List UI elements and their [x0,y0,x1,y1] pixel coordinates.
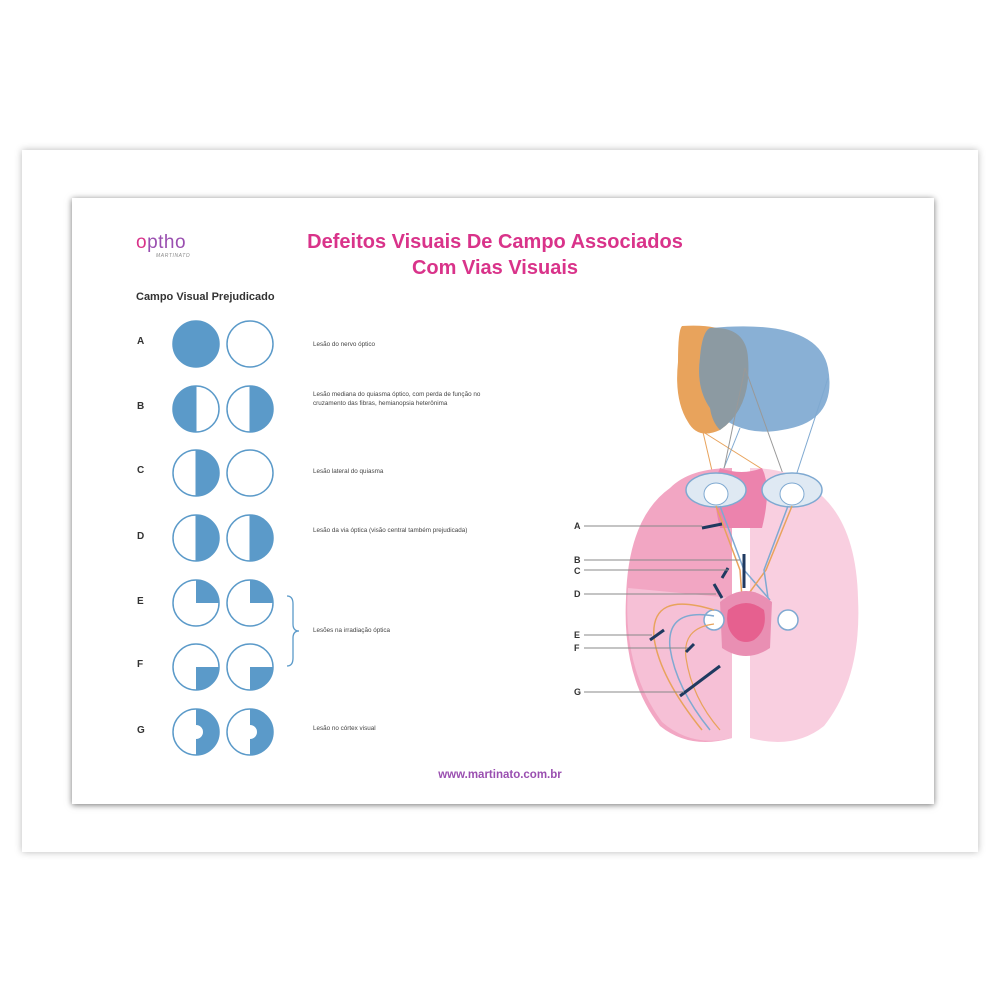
row-letter-d: D [137,531,145,542]
row-letter-f: F [137,659,144,670]
description-b: Lesão mediana do quiasma óptico, com per… [313,391,481,407]
left-eye-lens [703,482,729,506]
right-eye-defect [250,709,273,755]
left-eye-defect [196,515,219,561]
field-pair-g [172,708,274,756]
left-optic-nerve-temporal [715,505,743,599]
description-d: Lesão da via óptica (visão central també… [313,527,468,534]
logo-subtitle: MARTINATO [156,253,191,259]
visual-pathway-diagram: A B C D E F G [574,325,859,742]
left-eye-defect [196,580,219,603]
row-letter-a: A [137,336,145,347]
lesion-marker-f [684,642,696,654]
right-eye-defect [250,580,273,603]
title-line-2: Com Vias Visuais [411,257,578,279]
row-letter-b: B [137,401,145,412]
logo-wordmark: optho [136,232,186,254]
field-pair-d [172,514,274,562]
right-eye-defect [250,515,273,561]
left-eye-defect [196,667,219,690]
pointer-letter-f: F [574,643,580,653]
projection-line [744,367,789,489]
right-eye-defect [250,667,273,690]
optic-radiation-inner [684,623,721,731]
description-c: Lesão lateral do quiasma [313,468,384,475]
right-optic-nerve-temporal [763,505,789,599]
footer-url[interactable]: www.martinato.com.br [438,769,562,781]
description-a: Lesão do nervo óptico [313,341,375,348]
midbrain-core [727,603,765,642]
logo-main-text: ptho [147,232,187,253]
description-ef: Lesões na irradiação óptica [313,627,391,634]
field-pair-e [172,579,274,627]
left-eye-defect [196,450,219,496]
left-geniculate-body [703,609,725,631]
right-eye-defect [250,386,273,432]
projection-line [681,341,717,489]
overlap-visual-field [699,327,749,430]
row-letter-g: G [137,725,145,736]
right-eye-field [226,449,274,497]
right-eye-field [226,320,274,368]
title-line-1: Defeitos Visuais De Campo Associados [307,231,683,253]
row-letter-e: E [137,596,144,607]
pointer-letter-g: G [574,687,581,697]
projection-line [719,367,746,489]
lesion-marker-e [649,628,665,642]
poster-title: Defeitos Visuais De Campo Associados Com… [250,229,740,281]
right-geniculate-body [777,609,799,631]
left-eye-defect [173,386,196,432]
field-pair-a [172,320,274,368]
lesion-marker-d [712,583,724,599]
pointer-letter-e: E [574,630,580,640]
pointer-letter-b: B [574,555,581,565]
pointer-letter-d: D [574,589,581,599]
pointer-letter-c: C [574,566,581,576]
field-pair-f [172,643,274,691]
pointer-letter-a: A [574,521,581,531]
field-pair-b [172,385,274,433]
ophtho-logo: optho MARTINATO [136,232,226,272]
logo-accent-letter: o [136,232,148,253]
section-heading: Campo Visual Prejudicado [136,291,275,303]
right-eye-lens [779,482,805,506]
left-eye-defect [196,709,219,755]
field-pair-c [172,449,274,497]
left-eye-field [172,320,220,368]
lesion-marker-g [679,664,721,698]
row-letter-c: C [137,465,145,476]
lesion-marker-a [701,522,723,530]
projection-line [791,377,829,489]
curly-brace-icon [286,595,300,667]
right-optic-nerve-nasal [743,505,793,601]
description-g: Lesão no córtex visual [313,725,376,732]
